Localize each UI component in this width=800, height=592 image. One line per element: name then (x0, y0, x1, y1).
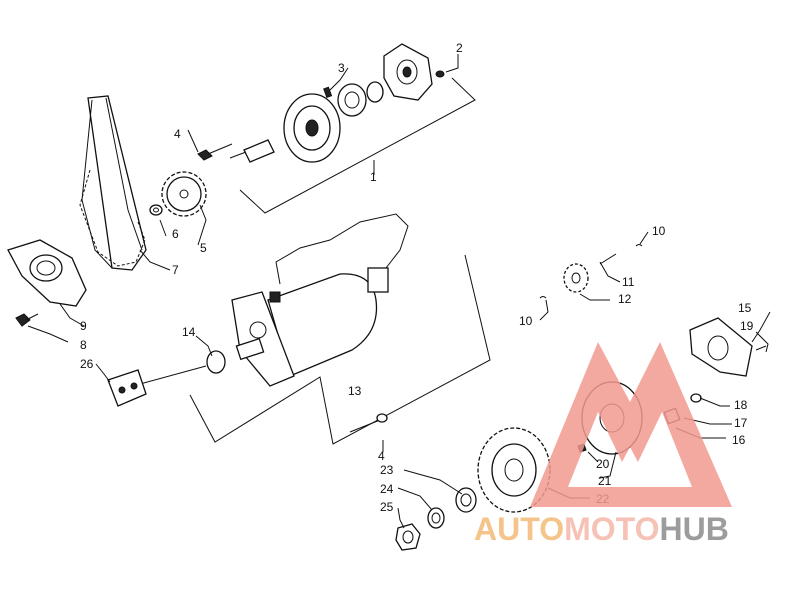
callout-10-upper: 10 (652, 224, 666, 238)
callout-18: 18 (734, 398, 748, 412)
one-way-clutch (337, 81, 384, 117)
callout-23: 23 (380, 463, 394, 477)
callout-21: 21 (598, 474, 612, 488)
callout-9: 9 (80, 319, 87, 333)
callout-17: 17 (734, 416, 748, 430)
idler-shaft (599, 253, 617, 265)
clutch-plate (383, 43, 433, 101)
callout-11: 11 (622, 275, 635, 289)
idler-gear (563, 263, 589, 293)
plate-screw (435, 70, 445, 78)
callout-4-lower: 4 (378, 449, 385, 463)
callout-2: 2 (456, 41, 463, 55)
upper-bolt (197, 143, 233, 161)
callout-26: 26 (80, 357, 94, 371)
sprocket-bolt (149, 204, 163, 216)
wordmark-moto: MOTO (564, 511, 660, 547)
callout-8: 8 (80, 338, 87, 352)
callout-25: 25 (380, 500, 394, 514)
callout-10-lower: 10 (519, 314, 533, 328)
bracket-assembly-1 (239, 77, 476, 214)
clutch-pin (323, 86, 333, 99)
callout-7: 7 (172, 263, 179, 277)
callout-6: 6 (172, 227, 179, 241)
o-ring (206, 350, 226, 374)
cam-chain (79, 95, 147, 271)
motor-wire-harness (269, 213, 409, 303)
watermark-wordmark: AUTOMOTOHUB (474, 511, 800, 547)
starter-clutch-gear (283, 93, 341, 163)
starter-relay (107, 369, 147, 407)
lower-bolt (349, 413, 388, 433)
callout-15: 15 (738, 301, 752, 315)
callout-14: 14 (182, 325, 196, 339)
sprocket-cover-plate (7, 239, 87, 307)
retaining-clip-lower (539, 296, 547, 299)
callout-20: 20 (596, 457, 610, 471)
clutch-flange (689, 317, 753, 377)
callout-5: 5 (200, 241, 207, 255)
callout-16: 16 (732, 433, 746, 447)
spring-pin (755, 345, 767, 351)
retaining-clip-upper (635, 244, 643, 247)
lock-nut (395, 523, 421, 551)
starter-motor (231, 273, 378, 387)
wordmark-auto: AUTO (474, 511, 565, 547)
starter-driven-gear (477, 427, 551, 513)
callout-19: 19 (740, 319, 754, 333)
thrust-washer (427, 507, 445, 529)
bracket-assembly-13 (189, 254, 491, 445)
callout-13: 13 (348, 384, 362, 398)
clutch-shaft (229, 139, 275, 163)
callout-1: 1 (370, 170, 377, 184)
callout-12: 12 (618, 292, 632, 306)
cover-bolt (15, 313, 39, 327)
needle-bearing (455, 487, 477, 513)
watermark-triangle-logo (530, 342, 732, 507)
callout-3: 3 (338, 61, 345, 75)
callout-24: 24 (380, 482, 394, 496)
wordmark-hub: HUB (659, 511, 729, 547)
cam-sprocket (161, 171, 207, 217)
callout-4-upper: 4 (174, 127, 181, 141)
